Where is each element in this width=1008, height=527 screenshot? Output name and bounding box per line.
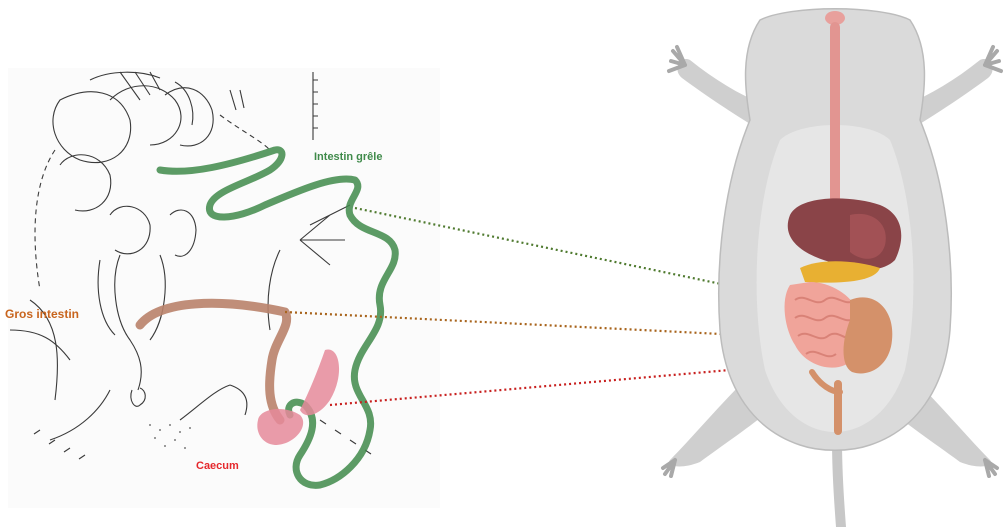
mouse-rectum xyxy=(834,380,842,435)
label-caecum: Caecum xyxy=(196,460,239,472)
label-large-intestine: Gros intestin xyxy=(5,307,79,321)
label-small-intestine: Intestin grêle xyxy=(314,151,382,163)
mouse-esophagus xyxy=(830,22,840,207)
sketch-paper xyxy=(8,68,440,508)
mouse-tail xyxy=(832,440,846,527)
mouse-anatomy-illustration xyxy=(663,9,1001,527)
sketch-drawing: Intestin grêle Gros intestin Caecum xyxy=(5,68,440,508)
